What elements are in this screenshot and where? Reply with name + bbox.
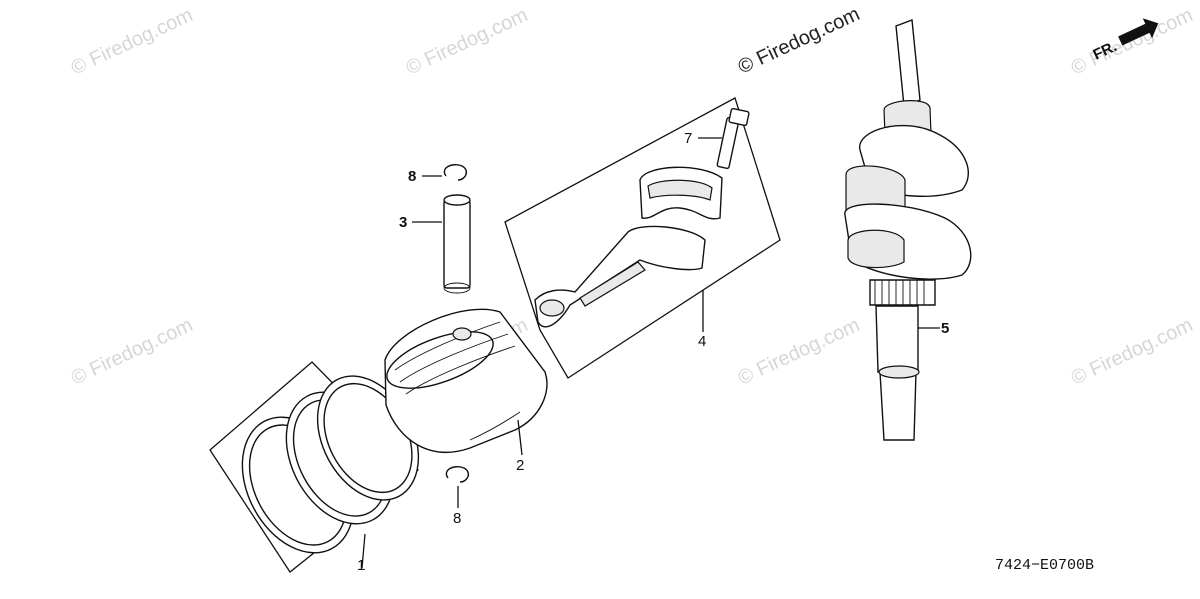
callout-8-bottom: 8 [453,510,461,527]
arrow-right-icon [1118,18,1159,46]
watermark-text: © Firedog.com [68,4,196,79]
diagram-code: 7424−E0700B [995,557,1094,574]
callout-8-top: 8 [408,168,416,185]
piston: 2 [384,308,548,474]
watermark-text: © Firedog.com [68,314,196,389]
watermark-text-dark: © Firedog.com [735,3,863,78]
rod-bolt: 7 [684,107,750,170]
watermark-text: © Firedog.com [1068,314,1196,389]
pin-clip-top: 8 [408,164,468,185]
piston-ring-set: 1 [209,361,420,574]
callout-2: 2 [516,457,524,474]
connecting-rod-group: 7 4 [504,97,781,379]
watermark-text: © Firedog.com [1068,4,1196,79]
callout-1: 1 [357,557,365,574]
callout-3: 3 [399,214,407,231]
watermark-text: © Firedog.com [403,4,531,79]
watermark-layer: © Firedog.com © Firedog.com © Firedog.co… [68,4,1196,389]
callout-4: 4 [698,333,706,350]
watermark-text: © Firedog.com [735,314,863,389]
callout-5: 5 [941,320,949,337]
piston-pin: 3 [399,194,471,294]
crankshaft: 5 [844,19,972,441]
callout-7: 7 [684,130,692,147]
pin-clip-bottom: 8 [445,466,470,527]
